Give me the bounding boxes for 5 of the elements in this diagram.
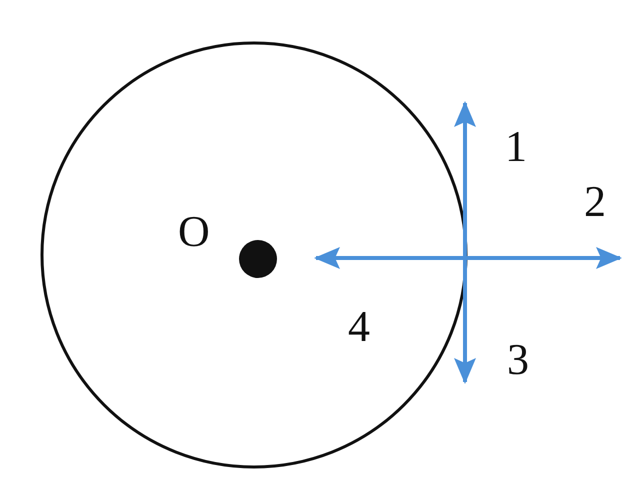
direction-number: 3 [507, 338, 529, 382]
direction-number: 2 [584, 180, 606, 224]
direction-number: 4 [348, 305, 370, 349]
direction-number: 1 [505, 125, 527, 169]
point-label: O [178, 210, 210, 254]
